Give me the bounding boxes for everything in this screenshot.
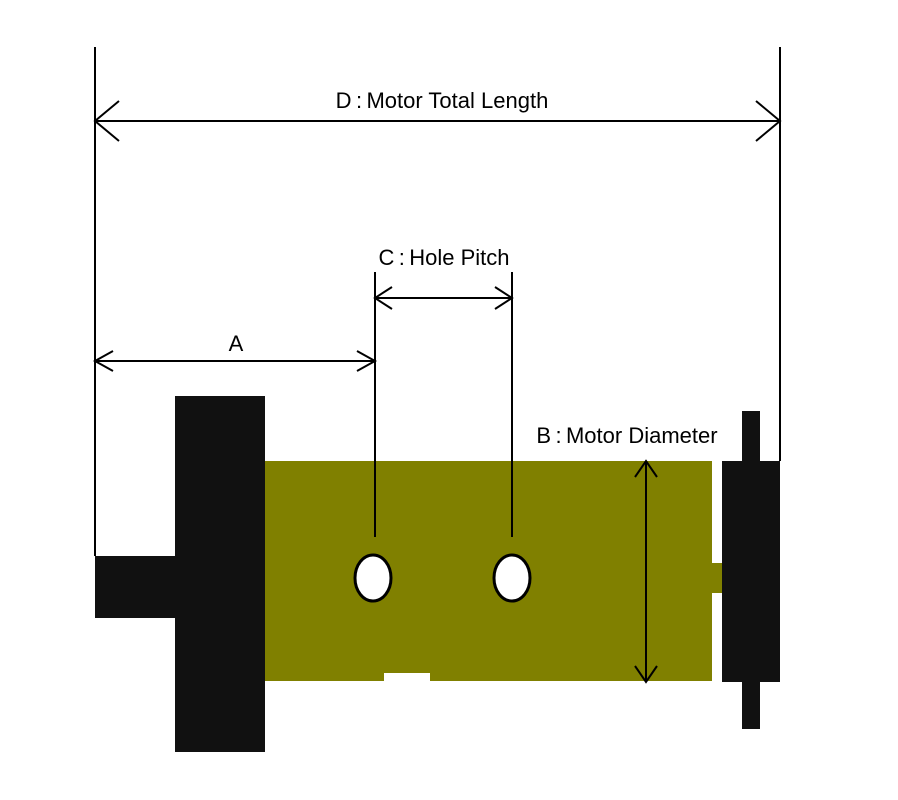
label-hole-pitch: C : Hole Pitch <box>378 245 509 270</box>
front-flange <box>175 396 265 752</box>
body-bottom-notch <box>384 673 430 682</box>
label-diameter: B : Motor Diameter <box>536 423 717 448</box>
label-a: A <box>229 331 244 356</box>
mounting-hole-left <box>353 553 393 603</box>
label-total-length: D : Motor Total Length <box>336 88 549 113</box>
dimension-total-length <box>93 100 782 142</box>
mounting-hole-right <box>492 553 532 603</box>
motor-body <box>262 461 712 681</box>
rear-end-cap <box>722 461 780 682</box>
dimension-a <box>92 350 378 372</box>
dimension-hole-pitch <box>373 286 514 310</box>
dimension-diameter <box>634 459 658 684</box>
output-shaft <box>95 556 177 618</box>
